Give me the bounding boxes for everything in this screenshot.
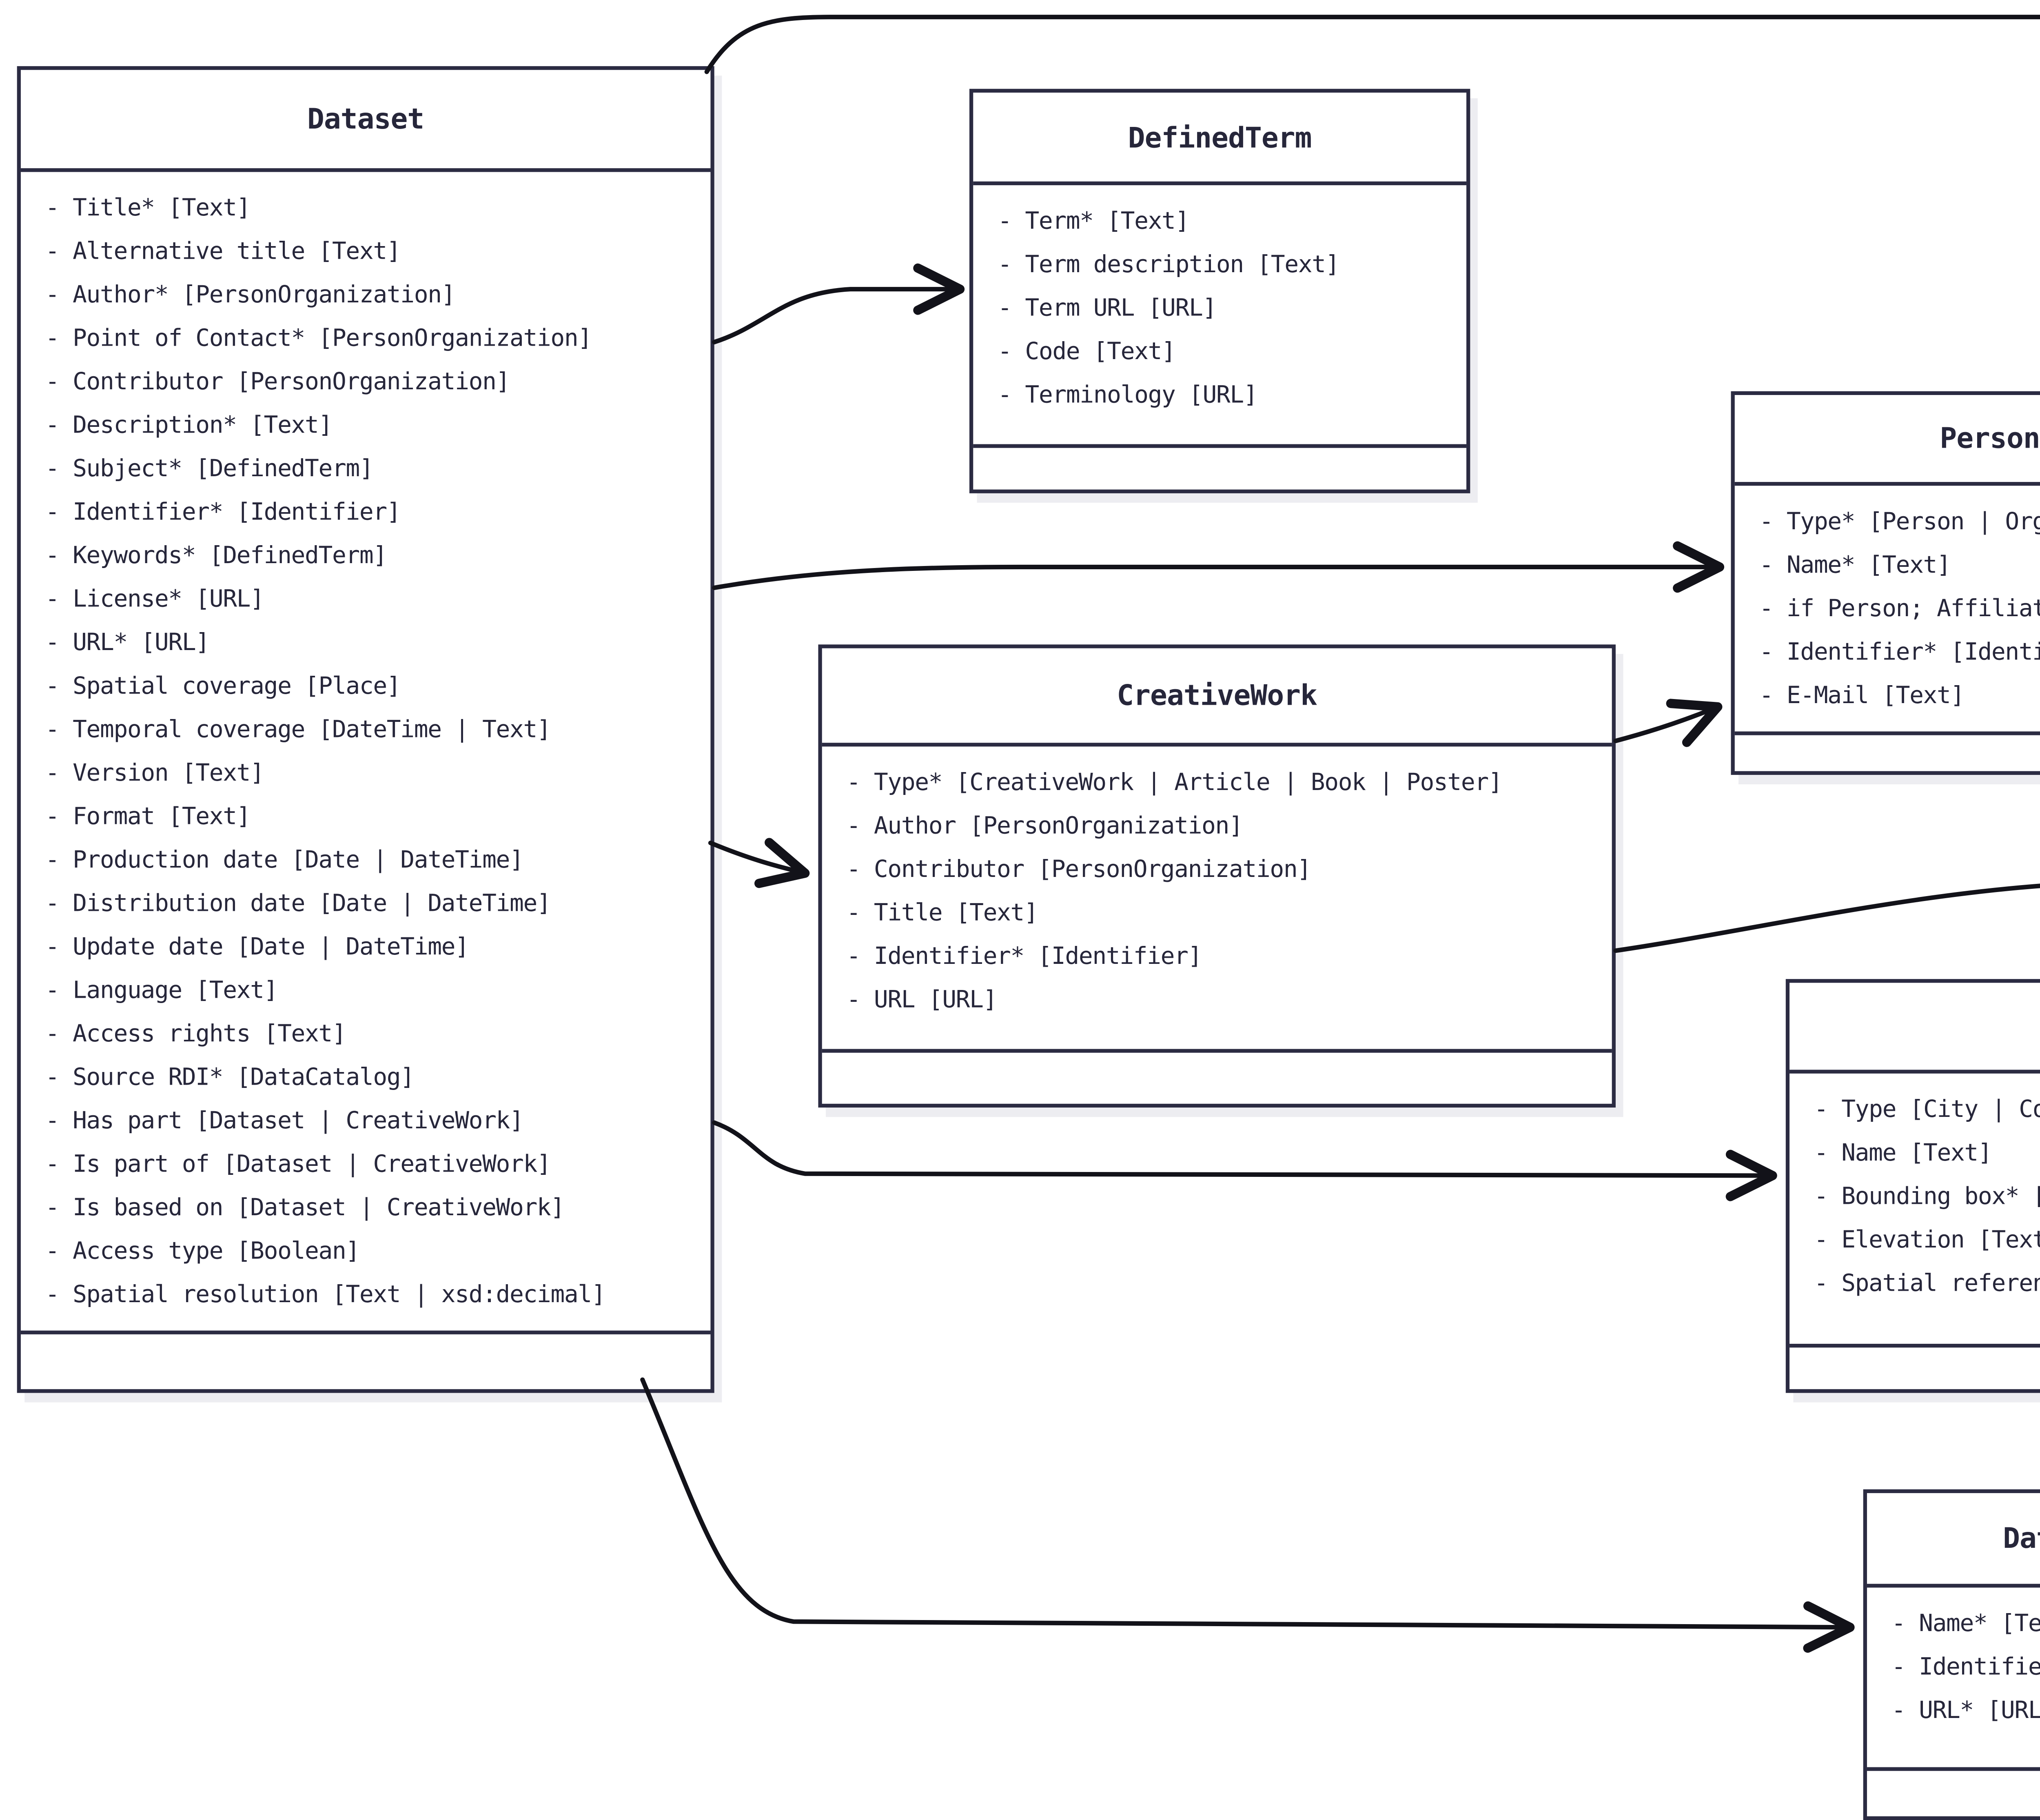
- class-attribute: - Identifier* [Identifier]: [45, 497, 401, 526]
- class-attributes-creative-work: - Type* [CreativeWork | Article | Book |…: [822, 746, 1612, 1049]
- class-attribute: - Access type [Boolean]: [45, 1236, 360, 1265]
- class-attribute: - Spatial coverage [Place]: [45, 671, 401, 699]
- class-attribute: - Author* [PersonOrganization]: [45, 280, 455, 308]
- class-attribute: - Type [City | Country | State]: [1814, 1094, 2040, 1123]
- class-title-creative-work: CreativeWork: [822, 648, 1612, 747]
- class-attribute: - URL* [URL]: [1891, 1695, 2040, 1724]
- connector-dataset-to-data-catalog: [640, 1377, 1855, 1653]
- class-attribute: - Subject* [DefinedTerm]: [45, 453, 374, 482]
- class-person-organization: PersonOrganization - Type* [Person | Org…: [1731, 391, 2040, 775]
- class-attribute: - Format [Text]: [45, 801, 251, 830]
- connector-dataset-to-creative-work: [708, 838, 810, 888]
- class-attributes-dataset: - Title* [Text] - Alternative title [Text…: [21, 172, 711, 1330]
- class-attribute: - Description* [Text]: [45, 410, 333, 439]
- class-attributes-defined-term: - Term* [Text] - Term description [Text] -…: [973, 185, 1466, 444]
- class-attribute: - Name [Text]: [1814, 1138, 1992, 1166]
- class-methods-empty: [1734, 731, 2040, 771]
- class-attribute: - URL* [URL]: [45, 627, 210, 656]
- class-attribute: - Term* [Text]: [998, 206, 1189, 235]
- class-attribute: - Identifier* [Identifier]: [1759, 637, 2040, 666]
- class-attribute: - Term URL [URL]: [998, 293, 1217, 322]
- class-attribute: - Contributor [PersonOrganization]: [846, 854, 1311, 883]
- class-attribute: - Elevation [Text]: [1814, 1225, 2040, 1253]
- class-attribute: - Source RDI* [DataCatalog]: [45, 1062, 415, 1091]
- connector-dataset-to-defined-term: [712, 263, 965, 344]
- class-attributes-person-organization: - Type* [Person | Organization] - Name* […: [1735, 486, 2040, 731]
- class-attribute: - Identifier [Identifier]: [1891, 1651, 2040, 1680]
- class-methods-empty: [20, 1330, 711, 1389]
- class-title-data-catalog: DataCatalog: [1867, 1493, 2040, 1588]
- class-attribute: - Keywords* [DefinedTerm]: [45, 540, 387, 569]
- class-attribute: - Title [Text]: [846, 897, 1038, 926]
- class-attribute: - Terminology [URL]: [998, 380, 1257, 408]
- class-attribute: - Code [Text]: [998, 336, 1175, 365]
- class-attribute: - Point of Contact* [PersonOrganization]: [45, 323, 592, 352]
- class-data-catalog: DataCatalog - Name* [Text] - Identifier […: [1863, 1489, 2040, 1820]
- class-attribute: - Spatial reference system [Identifier]: [1814, 1268, 2040, 1297]
- class-attribute: - Bounding box* [Text]: [1814, 1181, 2040, 1210]
- class-attribute: - Name* [Text]: [1759, 550, 1951, 579]
- class-attribute: - E-Mail [Text]: [1759, 680, 1965, 709]
- class-title-dataset: Dataset: [20, 70, 711, 172]
- class-attribute: - Temporal coverage [DateTime | Text]: [45, 714, 551, 743]
- class-methods-empty: [973, 444, 1467, 489]
- class-attribute: - License* [URL]: [45, 584, 264, 613]
- class-attribute: - Author [PersonOrganization]: [846, 810, 1243, 839]
- class-attribute: - Term description [Text]: [998, 249, 1339, 278]
- class-attributes-data-catalog: - Name* [Text] - Identifier [Identifier] -…: [1867, 1587, 2040, 1767]
- class-attribute: - Distribution date [Date | DateTime]: [45, 888, 551, 917]
- class-attribute: - Is based on [Dataset | CreativeWork]: [45, 1192, 565, 1221]
- class-title-defined-term: DefinedTerm: [973, 93, 1467, 185]
- class-attribute: - Spatial resolution [Text | xsd:decimal…: [45, 1279, 606, 1308]
- connector-dataset-to-place: [712, 1120, 1777, 1201]
- class-methods-empty: [1789, 1344, 2040, 1389]
- class-attribute: - URL [URL]: [846, 985, 998, 1013]
- class-attribute: - Update date [Date | DateTime]: [45, 932, 469, 960]
- class-attribute: - Is part of [Dataset | CreativeWork]: [45, 1149, 551, 1178]
- class-attribute: - Has part [Dataset | CreativeWork]: [45, 1105, 524, 1134]
- class-place: Place - Type [City | Country | State] - N…: [1785, 979, 2040, 1393]
- class-defined-term: DefinedTerm - Term* [Text] - Term descrip…: [969, 89, 1470, 493]
- class-attribute: - if Person; Affiliation* [Organization]: [1759, 593, 2040, 622]
- class-methods-empty: [1867, 1767, 2040, 1816]
- class-dataset: Dataset - Title* [Text] - Alternative tit…: [17, 66, 714, 1393]
- class-attribute: - Type* [Person | Organization]: [1759, 506, 2040, 535]
- class-attribute: - Production date [Date | DateTime]: [45, 845, 524, 873]
- class-attribute: - Type* [CreativeWork | Article | Book |…: [846, 767, 1503, 796]
- class-attribute: - Access rights [Text]: [45, 1019, 346, 1047]
- class-creative-work: CreativeWork - Type* [CreativeWork | Art…: [818, 644, 1616, 1108]
- class-title-person-organization: PersonOrganization: [1734, 395, 2040, 486]
- connector-creative-work-to-person-organization: [1613, 699, 1723, 747]
- class-attribute: - Version [Text]: [45, 758, 264, 786]
- class-attribute: - Contributor [PersonOrganization]: [45, 366, 510, 395]
- class-attribute: - Alternative title [Text]: [45, 236, 401, 265]
- class-methods-empty: [822, 1049, 1612, 1104]
- class-attribute: - Name* [Text]: [1891, 1608, 2040, 1637]
- class-attributes-place: - Type [City | Country | State] - Name [T…: [1789, 1074, 2040, 1344]
- class-title-place: Place: [1789, 983, 2040, 1074]
- class-attribute: - Identifier* [Identifier]: [846, 941, 1202, 970]
- class-attribute: - Language [Text]: [45, 975, 278, 1004]
- class-attribute: - Title* [Text]: [45, 193, 251, 221]
- connector-dataset-to-person-organization: [712, 541, 1725, 593]
- connector-creative-work-to-identifier: [1613, 883, 2040, 953]
